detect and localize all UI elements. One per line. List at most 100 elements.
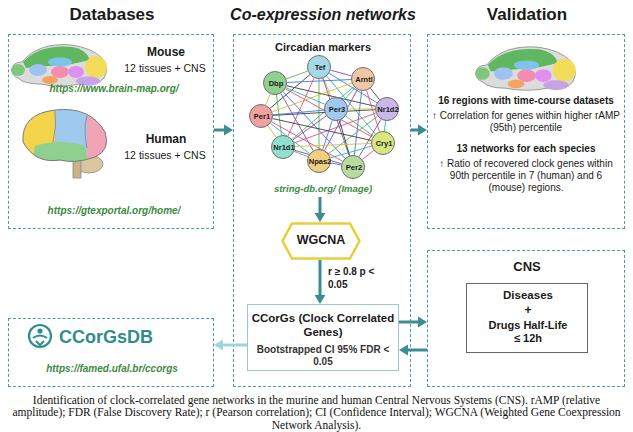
application-box: Diseases+Drugs Half-Life ≤ 12h [466,283,588,353]
arrow-head [418,317,427,328]
network-link [273,119,372,141]
arrow-head [214,340,223,351]
gene-node: Tef [307,55,331,79]
panel-heading: Co-expression networks [213,5,433,24]
network-link [270,75,310,109]
network-link [287,80,351,83]
url-link: https://famed.ufal.br/ccorgs [9,363,215,375]
network-link [268,126,276,137]
gene-node: Per1 [249,104,273,128]
database-panel: DatabasesMouse12 tissues + CNShttps://ww… [8,34,214,229]
database-resource-panel: CCorGsDB https://famed.ufal.br/ccorgs [8,318,214,387]
figure-caption: Identification of clock-correlated gene … [6,394,627,431]
arrow-head [399,345,408,356]
species-label: Human [121,132,211,146]
network-link [362,150,373,159]
gene-node: Arntl [351,67,375,91]
edge-label: r ≥ 0.8 p < 0.05 [328,266,378,291]
network-link [271,122,342,161]
validation-panel: Validation16 regions with time-course da… [427,34,625,229]
coexpression-panel: Co-expression networksCircadian markerss… [233,34,411,387]
network-link [331,70,352,76]
network-link [286,88,325,105]
network-link [354,91,361,155]
gene-label: Nr1d2 [366,105,410,114]
method-label: WGCNA [281,233,361,248]
gene-label: Arntl [342,75,386,84]
tissue-count: 12 tissues + CNS [115,62,215,75]
network-link [329,116,378,153]
network-link [329,73,377,102]
result-title: CCorGs (Clock Correlated Genes) [248,312,398,340]
network-link [348,109,375,110]
network-link [266,94,271,105]
species-label: Mouse [121,45,211,59]
validation-heading: 13 networks for each species [432,143,620,155]
network-link [346,116,374,136]
arrow-head [418,125,427,136]
network-link [370,88,379,99]
gene-node: Per3 [324,97,348,121]
network-link [276,95,281,135]
plus-sign: + [467,303,589,317]
network-link [270,123,309,153]
validation-heading: 16 regions with time-course datasets [432,95,620,107]
network-panel: Circadian markers string-db.org/ (Image) T… [241,39,405,197]
flow-connector [411,129,418,132]
network-link [288,78,314,136]
flow-connector [319,197,322,213]
network-link [285,89,372,137]
network-link [287,86,376,107]
gene-node: Nr1d2 [375,97,399,121]
network-link [324,78,332,98]
network-link [272,83,351,112]
network-link [359,119,381,156]
gene-label: Cry1 [362,139,406,148]
gene-label: Per1 [240,112,284,121]
validation-finding: ↑ Correlation for genes within higher rA… [432,110,620,134]
flow-connector [408,349,427,352]
network-link [295,150,342,163]
result-criteria: Bootstrapped CI 95% FDR < 0.05 [248,344,398,368]
gene-node: Cry1 [371,131,395,155]
arrow-head [315,213,326,222]
network-link [295,143,371,146]
application-label: Drugs Half-Life ≤ 12h [486,319,570,345]
url-link: https://gtexportal.org/home/ [19,205,209,217]
network-link [339,121,349,156]
url-link: https://www.brain-map.org/ [19,83,209,95]
mouse-brain-illustration [475,47,576,90]
panel-heading: Validation [428,5,626,25]
source-note: string-db.org/ (Image) [241,183,405,194]
database-name: CCorGsDB [59,327,209,349]
gene-node: Nr1d1 [271,135,295,159]
method-hexagon: WGCNA [281,222,361,260]
network-link [323,78,349,155]
mouse-brain-illustration [11,45,107,86]
human-brain-illustration [15,102,117,182]
network-link [367,90,380,131]
gene-label: Per2 [332,163,376,172]
network-link [294,113,375,143]
network-link [327,76,376,134]
gene-label: Per3 [315,105,359,114]
panel-heading: CNS [428,259,626,275]
gene-node: Dbp [263,71,287,95]
tissue-count: 12 tissues + CNS [115,149,215,162]
gene-label: Npas2 [298,157,342,166]
panel-heading: Databases [9,5,215,25]
gene-node: Per2 [341,155,365,179]
result-box: CCorGs (Clock Correlated Genes) Bootstrap… [247,304,399,371]
network-link [281,93,313,150]
gene-label: Nr1d1 [262,143,306,152]
arrow-head [315,295,326,304]
flow-connector [319,260,322,295]
validation-finding: ↑ Ratio of recovered clock genes within … [432,158,620,194]
flow-connector [399,321,418,324]
network-link [323,120,333,149]
network-link [292,87,354,139]
network-title: Circadian markers [241,41,405,54]
flow-connector [214,129,224,132]
cns-panel: CNSDiseases+Drugs Half-Life ≤ 12h [427,250,625,387]
